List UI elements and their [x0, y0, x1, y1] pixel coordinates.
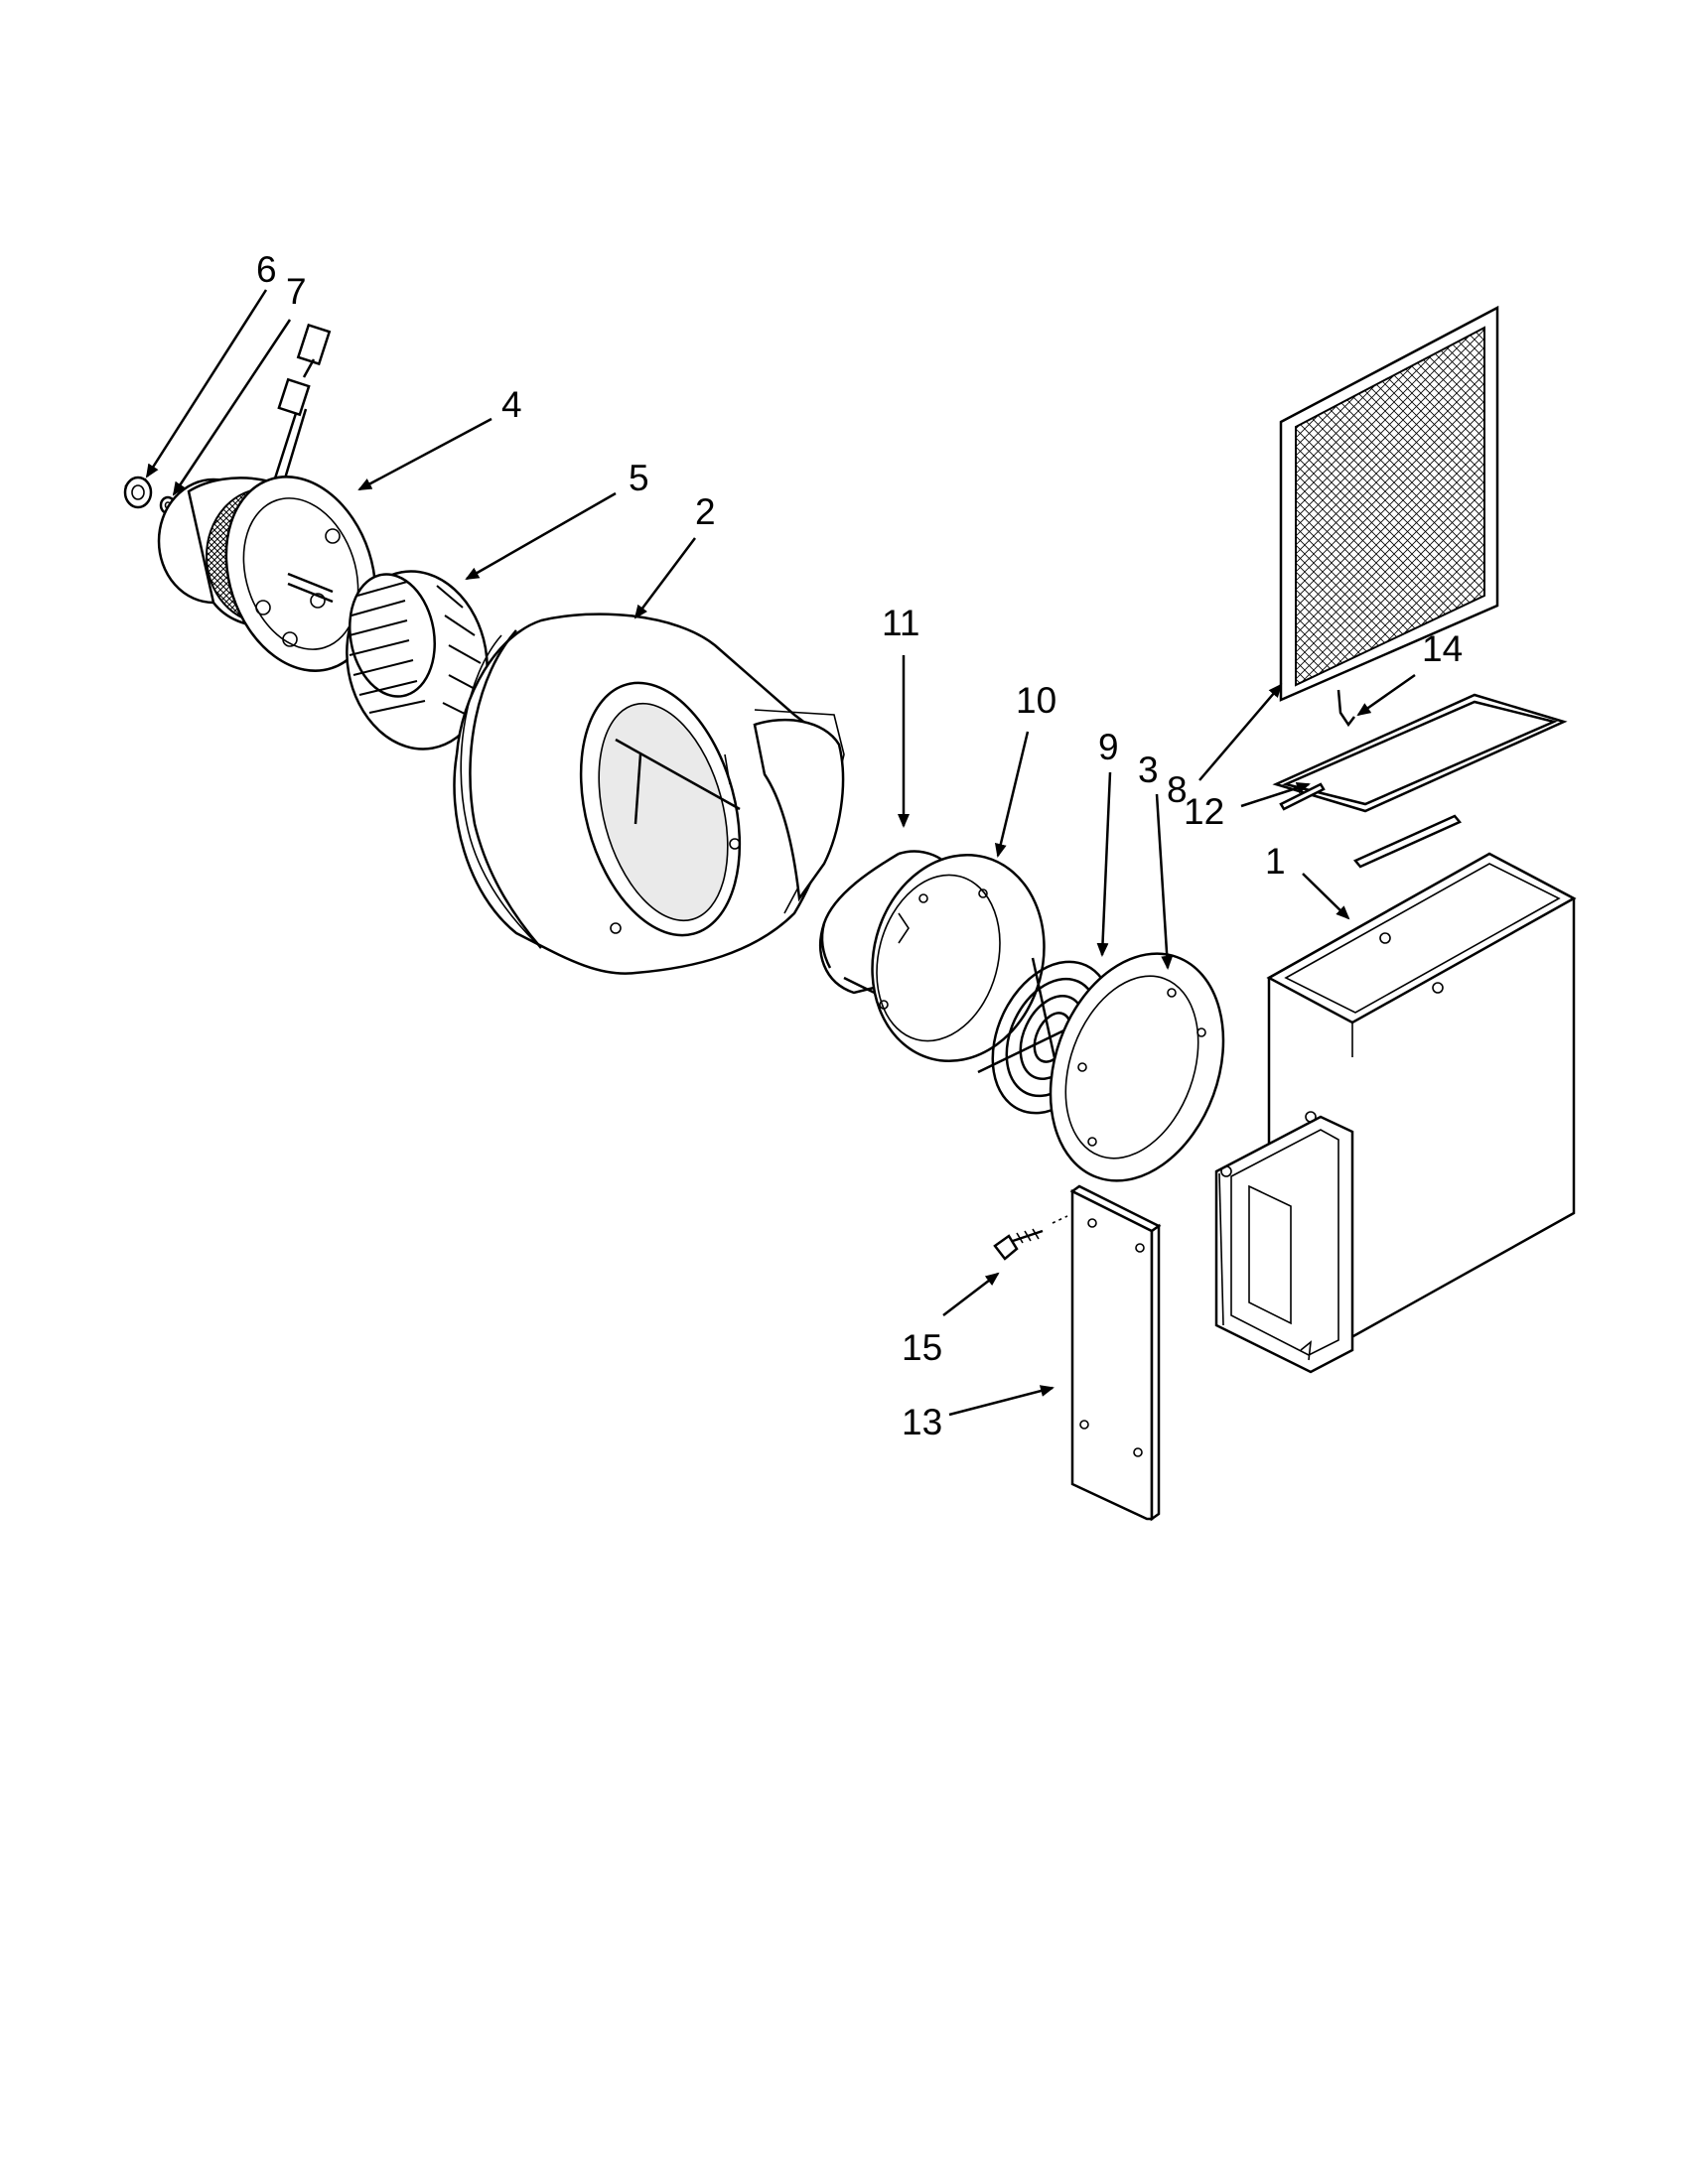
leader-1 [1302, 873, 1350, 920]
callout-8: 8 [1167, 769, 1188, 810]
part-13-cover-plate [1069, 1184, 1162, 1522]
leader-6 [145, 289, 268, 478]
leader-4 [357, 417, 492, 491]
leader-12 [1240, 781, 1311, 808]
callout-4: 4 [501, 384, 522, 425]
callout-3: 3 [1138, 750, 1159, 790]
callout-12: 12 [1184, 791, 1224, 832]
callout-9: 9 [1098, 727, 1119, 767]
leader-7 [172, 319, 292, 496]
part-4-motor [157, 323, 377, 672]
part-12-gasket-strip [1272, 693, 1568, 869]
callout-1: 1 [1265, 841, 1286, 882]
callout-15: 15 [902, 1327, 942, 1368]
callout-6: 6 [256, 249, 277, 290]
leader-15 [942, 1272, 1000, 1316]
leader-14 [1356, 673, 1416, 717]
callout-14: 14 [1422, 628, 1463, 669]
leader-8 [1198, 683, 1283, 781]
leader-3 [1155, 793, 1174, 970]
callout-labels: 6 7 4 5 2 11 10 9 3 8 14 12 1 15 13 [256, 249, 1463, 1442]
callout-leaders [145, 289, 1416, 1417]
callout-11: 11 [882, 603, 919, 643]
part-10-inlet-ring [871, 853, 1046, 1063]
callout-7: 7 [286, 271, 307, 312]
callout-13: 13 [902, 1402, 942, 1442]
part-15-screw [993, 1215, 1068, 1261]
leader-13 [948, 1385, 1055, 1417]
part-2-blower-housing [453, 613, 845, 975]
part-14-clip [1336, 689, 1355, 728]
part-3-gasket [1049, 952, 1225, 1182]
callout-10: 10 [1016, 680, 1056, 721]
leader-10 [994, 731, 1030, 858]
leader-2 [633, 537, 696, 619]
part-5-blower-wheel [346, 570, 489, 751]
callout-2: 2 [695, 491, 716, 532]
part-6-nut [123, 476, 153, 509]
leader-5 [465, 491, 617, 581]
part-8-filter [1279, 305, 1499, 702]
part-1-duct-box [1214, 852, 1577, 1374]
leader-9 [1096, 771, 1112, 957]
callout-5: 5 [629, 458, 649, 498]
